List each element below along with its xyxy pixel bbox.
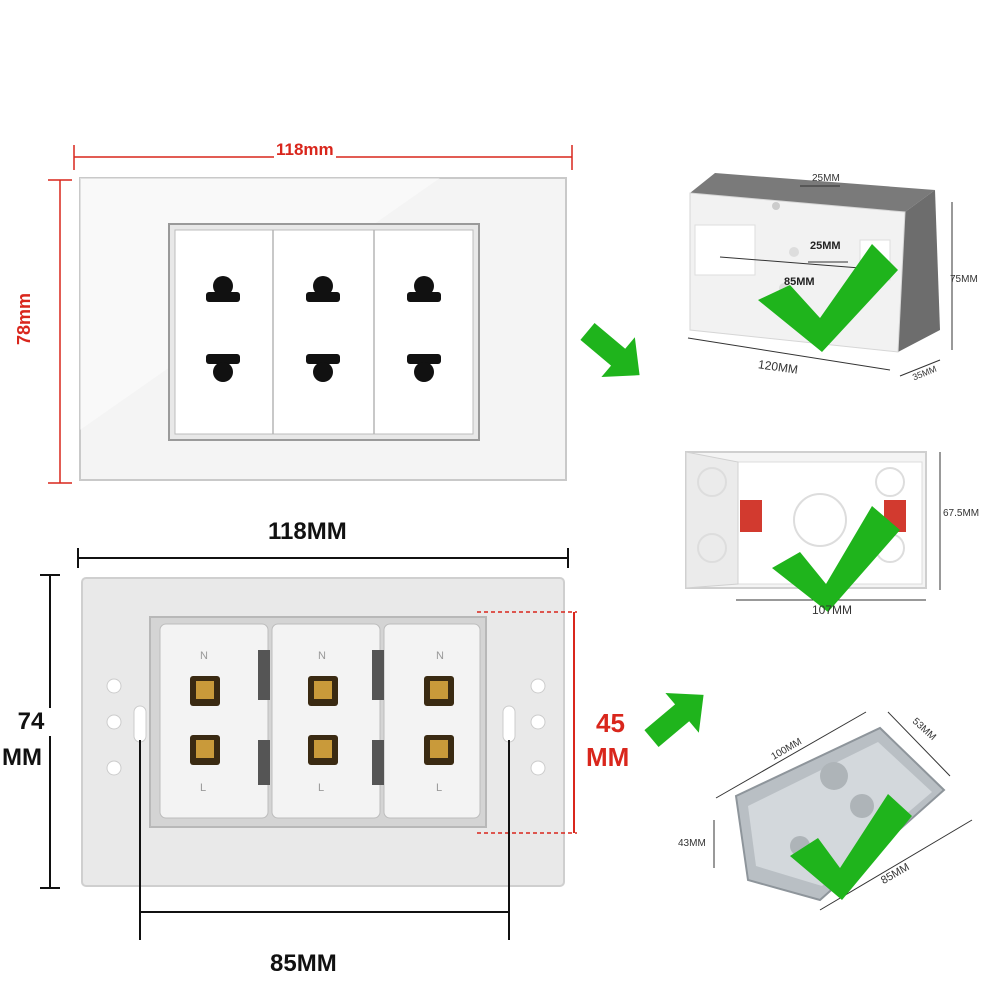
inner-spacing-label: 85MM [784,276,815,288]
socket-1 [206,276,240,382]
box-mid-width-label: 107MM [812,603,853,617]
module-1-marking-l: L [200,782,207,794]
box-mid-height-label: 67.5MM [943,508,980,519]
inner-slot-label: 25MM [810,240,841,252]
module-3-marking-n: N [436,650,444,662]
terminal-1-bottom [190,735,220,765]
terminal-2-top [308,676,338,706]
terminal-1-top [190,676,220,706]
back-height-label-line2: MM [2,744,42,772]
back-width-label: 118MM [268,518,347,545]
module-height-label-line1: 45 [596,708,625,738]
top-slot-label: 25MM [812,173,840,184]
back-height-label-line1: 74 [8,708,54,736]
box-top-height-label: 75MM [950,274,978,285]
check-icon [772,506,900,612]
terminal-2-bottom [308,735,338,765]
socket-2 [306,276,340,382]
front-width-label: 118mm [274,140,336,160]
metal-height-label: 43MM [678,838,706,849]
terminal-3-top [424,676,454,706]
screw-spacing-label: 85MM [270,950,337,977]
module-height-label-line2: MM [586,742,630,772]
module-3-marking-l: L [436,782,443,794]
module-2-marking-n: N [318,650,326,662]
arrow-icon [644,692,704,747]
check-icon [790,794,912,900]
socket-3 [407,276,441,382]
terminal-3-bottom [424,735,454,765]
check-icon [758,244,898,352]
module-1-marking-n: N [200,650,208,662]
module-2-marking-l: L [318,782,325,794]
arrow-icon [580,323,640,378]
